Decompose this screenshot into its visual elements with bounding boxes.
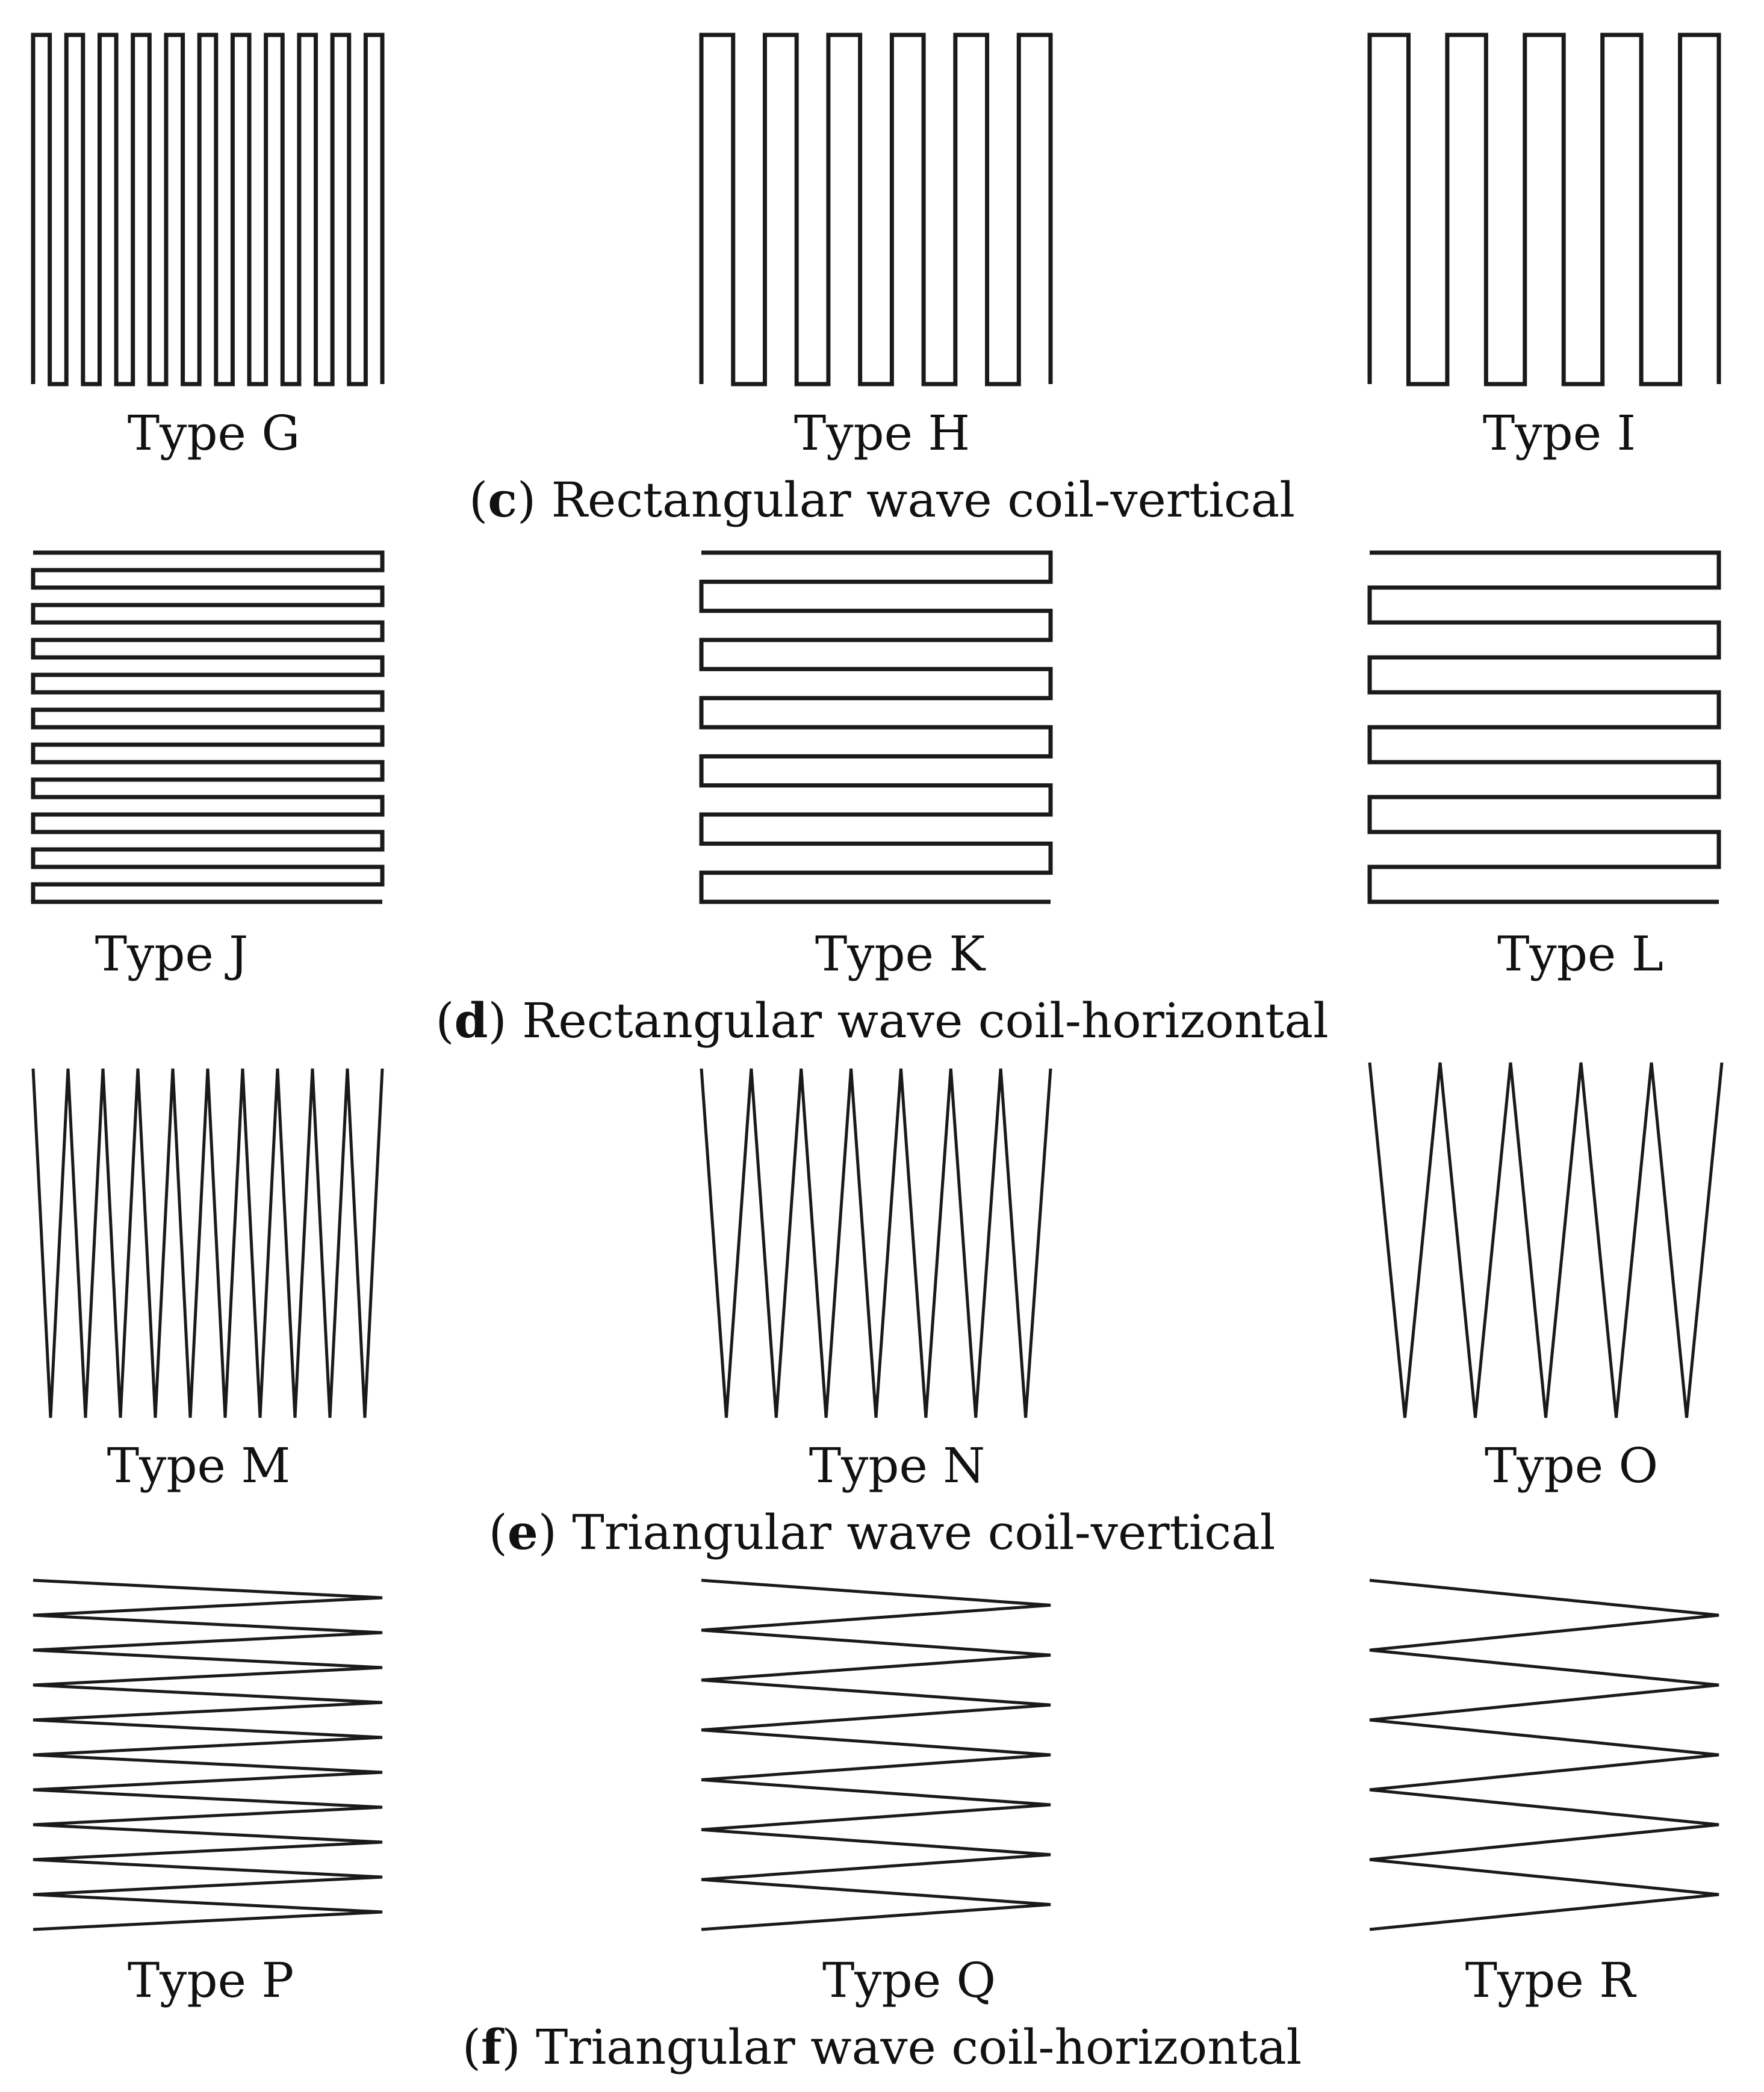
coil-wire — [31, 550, 385, 904]
type-label-p: Type P — [127, 1952, 294, 2008]
type-label-j: Type J — [95, 926, 249, 982]
type-label-r: Type R — [1465, 1952, 1636, 2008]
section-caption-c: (c) Rectangular wave coil-vertical — [469, 471, 1295, 528]
type-label-k: Type K — [815, 926, 986, 982]
section-letter: e — [507, 1504, 538, 1560]
coil-svg — [1368, 1062, 1724, 1418]
coil-wire — [1367, 550, 1721, 904]
coil-panel-type-n — [700, 1068, 1052, 1418]
coil-wire — [700, 1068, 1052, 1418]
coil-wire — [31, 1068, 384, 1418]
type-label-g: Type G — [127, 405, 300, 461]
section-caption-f: (f) Triangular wave coil-horizontal — [462, 2019, 1302, 2075]
coil-svg — [701, 1578, 1051, 1931]
coil-panel-type-i — [1367, 33, 1721, 386]
coil-svg — [1367, 550, 1721, 904]
type-label-n: Type N — [809, 1438, 986, 1494]
section-title: Rectangular wave coil-horizontal — [522, 993, 1329, 1049]
coil-wire — [699, 550, 1053, 904]
coil-wire — [699, 33, 1053, 386]
type-label-m: Type M — [107, 1438, 291, 1494]
section-caption-e: (e) Triangular wave coil-vertical — [488, 1504, 1276, 1560]
coil-svg — [31, 1068, 384, 1418]
coil-wire — [1368, 1062, 1724, 1418]
coil-svg — [1369, 1578, 1719, 1931]
coil-wire — [701, 1578, 1051, 1931]
type-label-o: Type O — [1484, 1438, 1659, 1494]
coil-panel-type-g — [31, 33, 385, 386]
coil-panel-type-o — [1368, 1062, 1724, 1418]
coil-panel-type-j — [31, 550, 385, 904]
coil-wire — [33, 1578, 383, 1931]
type-label-i: Type I — [1482, 405, 1636, 461]
coil-panel-type-h — [699, 33, 1053, 386]
coil-panel-type-k — [699, 550, 1053, 904]
coil-panel-type-q — [701, 1578, 1051, 1931]
section-letter: d — [454, 992, 488, 1049]
coil-svg — [699, 550, 1053, 904]
coil-panel-type-p — [33, 1578, 383, 1931]
coil-svg — [699, 33, 1053, 386]
coil-wire — [31, 33, 385, 386]
coil-panel-type-m — [31, 1068, 384, 1418]
coil-panel-type-l — [1367, 550, 1721, 904]
section-title: Triangular wave coil-vertical — [572, 1504, 1276, 1560]
type-label-q: Type Q — [822, 1952, 996, 2008]
section-title: Triangular wave coil-horizontal — [536, 2019, 1302, 2075]
coil-svg — [1367, 33, 1721, 386]
coil-svg — [31, 550, 385, 904]
coil-svg — [33, 1578, 383, 1931]
type-label-h: Type H — [793, 405, 971, 461]
section-caption-d: (d) Rectangular wave coil-horizontal — [435, 992, 1329, 1049]
coil-wire — [1369, 1578, 1719, 1931]
section-letter: c — [488, 471, 517, 528]
coil-wire — [1367, 33, 1721, 386]
coil-panel-type-r — [1369, 1578, 1719, 1931]
section-letter: f — [480, 2019, 502, 2075]
section-title: Rectangular wave coil-vertical — [551, 472, 1295, 528]
coil-svg — [700, 1068, 1052, 1418]
type-label-l: Type L — [1497, 926, 1663, 982]
coil-svg — [31, 33, 385, 386]
